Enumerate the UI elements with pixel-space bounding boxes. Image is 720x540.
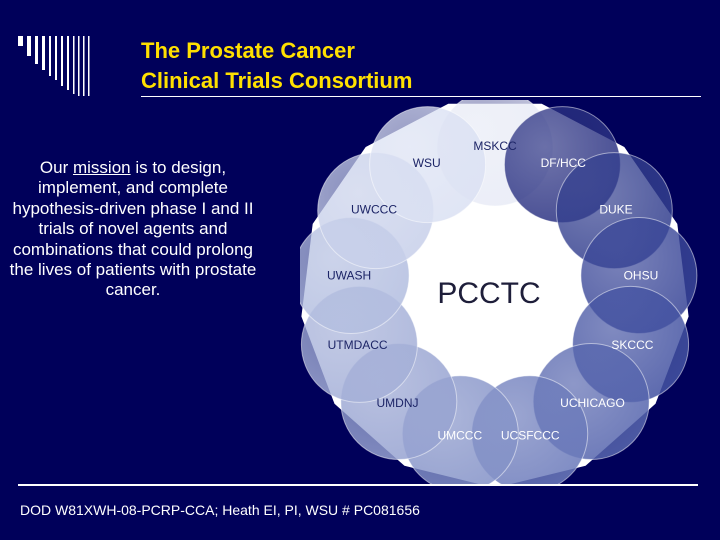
node-label-uwash: UWASH [327, 268, 371, 282]
node-label-duke: DUKE [599, 203, 632, 217]
node-label-mskcc: MSKCC [473, 139, 517, 153]
title-line-1: The Prostate Cancer [141, 36, 412, 66]
node-label-ohsu: OHSU [624, 268, 659, 282]
footer-divider [18, 484, 698, 486]
title-divider [141, 96, 701, 97]
node-label-skccc: SKCCC [611, 338, 653, 352]
node-label-umdnj: UMDNJ [377, 396, 419, 410]
node-label-ucsfccc: UCSFCCC [501, 429, 560, 443]
slide-title: The Prostate Cancer Clinical Trials Cons… [141, 36, 412, 96]
mission-prefix: Our [40, 158, 73, 177]
title-line-2: Clinical Trials Consortium [141, 66, 412, 96]
decorative-bars [18, 36, 138, 96]
node-label-uchicago: UCHICAGO [560, 396, 625, 410]
node-label-wsu: WSU [413, 156, 441, 170]
mission-statement: Our mission is to design, implement, and… [2, 158, 264, 301]
mission-body: is to design, implement, and complete hy… [10, 158, 257, 299]
footer-text: DOD W81XWH-08-PCRP-CCA; Heath EI, PI, WS… [20, 502, 420, 518]
mission-link[interactable]: mission [73, 158, 131, 177]
center-label: PCCTC [437, 277, 540, 310]
node-label-umccc: UMCCC [437, 429, 482, 443]
node-label-dfhcc: DF/HCC [541, 156, 587, 170]
node-label-uwccc: UWCCC [351, 203, 397, 217]
consortium-diagram: MSKCC DF/HCC DUKE OHSU SKCCC UCHICAGO UCSFCCC U… [300, 100, 700, 485]
node-label-utmdacc: UTMDACC [328, 338, 388, 352]
